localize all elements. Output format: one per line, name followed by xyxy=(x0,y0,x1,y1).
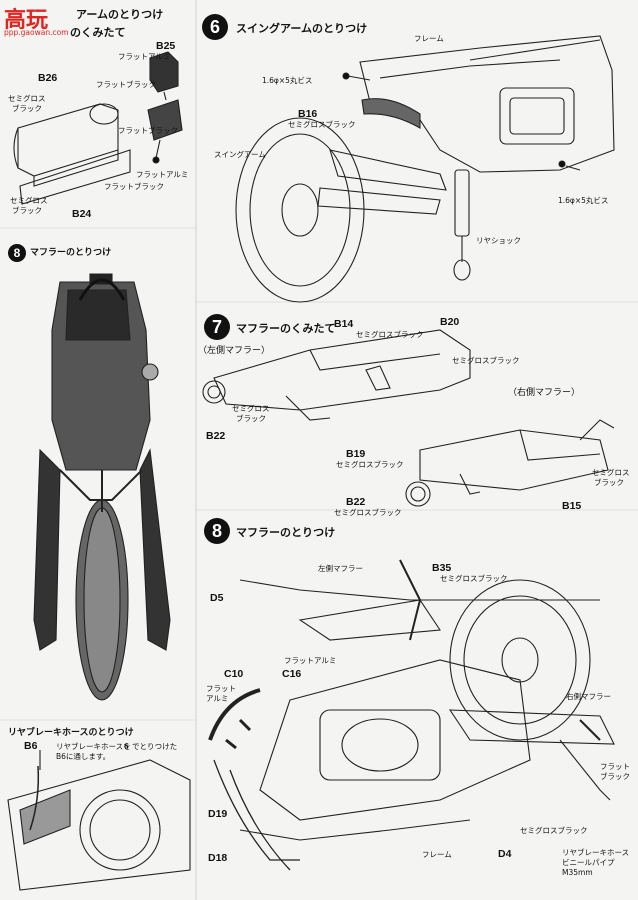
brake-note-a: リヤブレーキホースを xyxy=(56,742,131,751)
brake-note-b: でとりつけた xyxy=(132,742,178,751)
part-b19: B19 xyxy=(346,448,366,460)
step-8-heading: マフラーのとりつけ xyxy=(236,526,336,539)
part-b20: B20 xyxy=(440,316,460,328)
brake-note-c: B6に通します。 xyxy=(56,752,111,761)
paint-flat: フラット xyxy=(206,684,236,693)
part-b15: B15 xyxy=(562,500,582,512)
paint-black-b: ブラック xyxy=(600,772,630,781)
paint-flat-black-2: フラットブラック xyxy=(118,126,178,135)
paint-b19: セミグロスブラック xyxy=(336,460,404,469)
part-b26: B26 xyxy=(38,72,58,84)
paint-b16: セミグロスブラック xyxy=(288,120,356,129)
label-left-muffler-8: 左側マフラー xyxy=(318,564,363,573)
top-left-heading-b: のくみたて xyxy=(70,26,126,39)
part-d5: D5 xyxy=(210,592,224,604)
label-frame-8: フレーム xyxy=(422,850,452,859)
paint-b22-b: ブラック xyxy=(236,414,266,423)
paint-b22-second: セミグロスブラック xyxy=(334,508,402,517)
top-left-heading-a: アームのとりつけ xyxy=(76,8,164,21)
paint-black-2: ブラック xyxy=(12,206,42,215)
part-b22-second: B22 xyxy=(346,496,366,508)
label-screw-top: 1.6φ×5丸ビス xyxy=(262,76,313,85)
paint-flat-b: フラット xyxy=(600,762,630,771)
label-swingarm: スイングアーム xyxy=(214,150,266,159)
paint-b20: セミグロスブラック xyxy=(452,356,520,365)
paint-b22-a: セミグロス xyxy=(232,404,270,413)
label-rear-shock: リヤショック xyxy=(476,236,521,245)
part-b24: B24 xyxy=(72,208,92,220)
part-d18: D18 xyxy=(208,852,228,864)
brake-hose-heading: リヤブレーキホースのとりつけ xyxy=(8,728,134,738)
label-frame-top: フレーム xyxy=(414,34,444,43)
label-hose-a: リヤブレーキホース xyxy=(562,848,630,857)
step-number-8: 8 xyxy=(204,518,230,544)
paint-flat-black-3: フラットブラック xyxy=(104,182,164,191)
paint-semigloss-black-8: セミグロスブラック xyxy=(520,826,588,835)
part-b22: B22 xyxy=(206,430,226,442)
part-b14: B14 xyxy=(334,318,354,330)
paint-flat-alu: フラットアルミ xyxy=(118,52,171,61)
label-hose-b: ビニールパイプ xyxy=(562,858,615,867)
paint-flat-black: フラットブラック xyxy=(96,80,156,89)
step-number-left-8: 8 xyxy=(8,244,26,262)
part-b35: B35 xyxy=(432,562,452,574)
step-6-heading: スイングアームのとりつけ xyxy=(236,22,368,35)
step-number-7: 7 xyxy=(204,314,230,340)
part-b6: B6 xyxy=(24,740,38,752)
part-d4: D4 xyxy=(498,848,512,860)
part-b25: B25 xyxy=(156,40,176,52)
label-screw-right: 1.6φ×5丸ビス xyxy=(558,196,609,205)
watermark-logo: 高玩 xyxy=(4,8,49,33)
label-left-muffler: （左側マフラー） xyxy=(198,346,271,356)
paint-semigloss: セミグロス xyxy=(8,94,46,103)
part-b16: B16 xyxy=(298,108,318,120)
part-c10: C10 xyxy=(224,668,244,680)
step-number-6: 6 xyxy=(202,14,228,40)
paint-b14: セミグロスブラック xyxy=(356,330,424,339)
label-hose-c: M35mm xyxy=(562,868,593,877)
paint-semigloss-2: セミグロス xyxy=(10,196,48,205)
label-right-muffler: （右側マフラー） xyxy=(508,388,581,398)
watermark-url: ppp.gaowan.com xyxy=(4,28,69,37)
paint-alu: アルミ xyxy=(206,694,229,703)
step-7-heading: マフラーのくみたて xyxy=(236,322,336,335)
left-muffler-heading-text: マフラーのとりつけ xyxy=(30,248,112,258)
brake-note-num: 6 xyxy=(124,742,129,751)
paint-flat-alu-2: フラットアルミ xyxy=(136,170,189,179)
label-right-muffler-8: 右側マフラー xyxy=(566,692,611,701)
paint-b35: セミグロスブラック xyxy=(440,574,508,583)
paint-black: ブラック xyxy=(12,104,42,113)
site-watermark: 高玩 ppp.gaowan.com xyxy=(2,2,70,38)
paint-flat-alu-8: フラットアルミ xyxy=(284,656,337,665)
paint-b15-b: ブラック xyxy=(594,478,624,487)
paint-b15-a: セミグロス xyxy=(592,468,630,477)
part-d19: D19 xyxy=(208,808,228,820)
part-c16: C16 xyxy=(282,668,302,680)
